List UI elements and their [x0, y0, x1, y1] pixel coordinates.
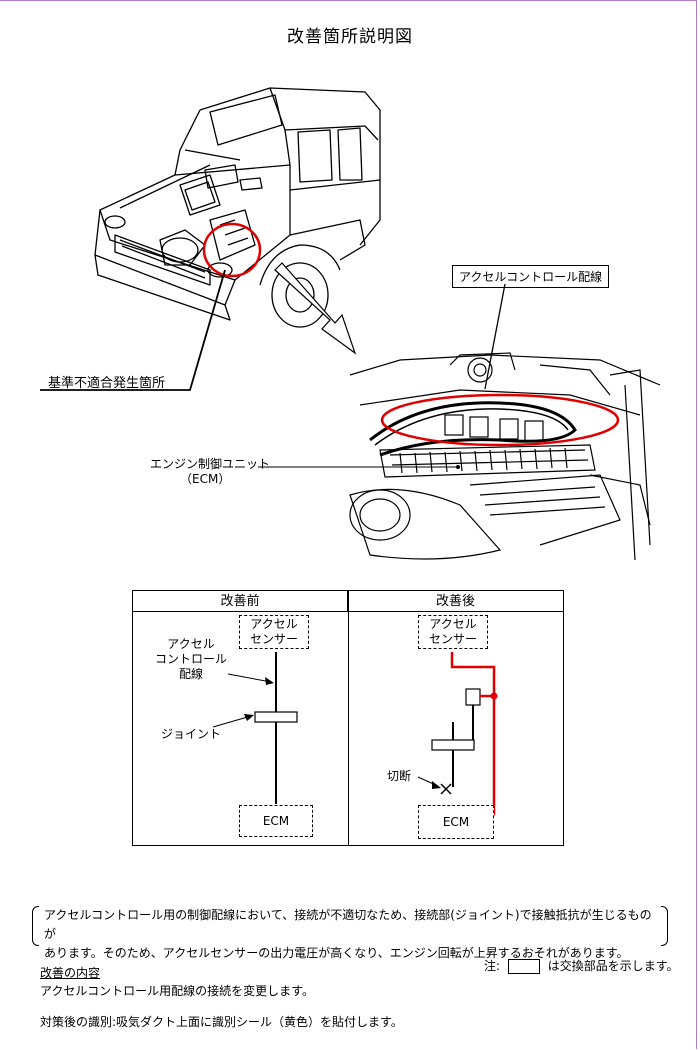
before-wiring-line1: アクセル: [167, 637, 215, 651]
before-wiring-line2: コントロール: [155, 652, 228, 666]
before-joint-label: ジョイント: [161, 727, 222, 741]
after-sensor-line2: センサー: [428, 632, 477, 646]
before-wiring-label: アクセル コントロール 配線: [155, 637, 227, 682]
zoom-arrow: [274, 262, 357, 355]
after-header: 改善後: [348, 591, 563, 612]
remedy-identification: 対策後の識別:吸気ダクト上面に識別シール（黄色）を貼付します。: [40, 1015, 403, 1029]
engine-bay-illustration: [349, 352, 661, 561]
before-sensor-line2: センサー: [249, 632, 298, 646]
before-diagram: [212, 652, 298, 804]
notice-text: アクセルコントロール用の制御配線において、接続が不適切なため、接続部(ジョイント…: [32, 906, 668, 960]
legend-box-icon: [507, 959, 540, 974]
before-header: 改善前: [133, 591, 348, 612]
legend: 注: は交換部品を示します。: [484, 957, 679, 974]
remedy-heading: 改善の内容: [40, 966, 101, 980]
defect-leader: [40, 269, 226, 391]
after-cut-label: 切断: [387, 769, 412, 783]
before-wiring-line3: 配線: [179, 667, 204, 681]
remedy-body: アクセルコントロール用配線の接続を変更します。: [40, 984, 314, 998]
comparison-table: 改善前 改善後 アクセル センサー アクセル コントロール 配線 ジョイント E…: [132, 590, 564, 846]
notice-line2: あります。そのため、アクセルセンサーの出力電圧が高くなり、エンジン回転が上昇する…: [44, 946, 629, 960]
ecm-label-line1: エンジン制御ユニット: [150, 457, 271, 471]
table-divider: [348, 591, 349, 845]
defect-location-label: 基準不適合発生箇所: [48, 376, 166, 391]
notice-line1: アクセルコントロール用の制御配線において、接続が不適切なため、接続部(ジョイント…: [44, 908, 652, 941]
accel-wiring-callout: アクセルコントロール配線: [452, 265, 610, 288]
after-sensor-box: アクセル センサー: [418, 615, 488, 649]
legend-suffix: は交換部品を示します。: [547, 959, 679, 973]
legend-prefix: 注:: [484, 959, 501, 973]
before-sensor-box: アクセル センサー: [239, 615, 309, 649]
ecm-label-line2: （ECM）: [180, 472, 231, 486]
ecm-leader: [258, 465, 460, 469]
before-sensor-line1: アクセル: [250, 617, 298, 631]
after-ecm-box: ECM: [418, 805, 494, 839]
after-sensor-line1: アクセル: [429, 617, 477, 631]
page-title: 改善箇所説明図: [287, 27, 413, 47]
vehicle-illustration: [94, 87, 381, 328]
accel-wiring-leader: [484, 284, 506, 390]
before-ecm-box: ECM: [239, 805, 313, 837]
